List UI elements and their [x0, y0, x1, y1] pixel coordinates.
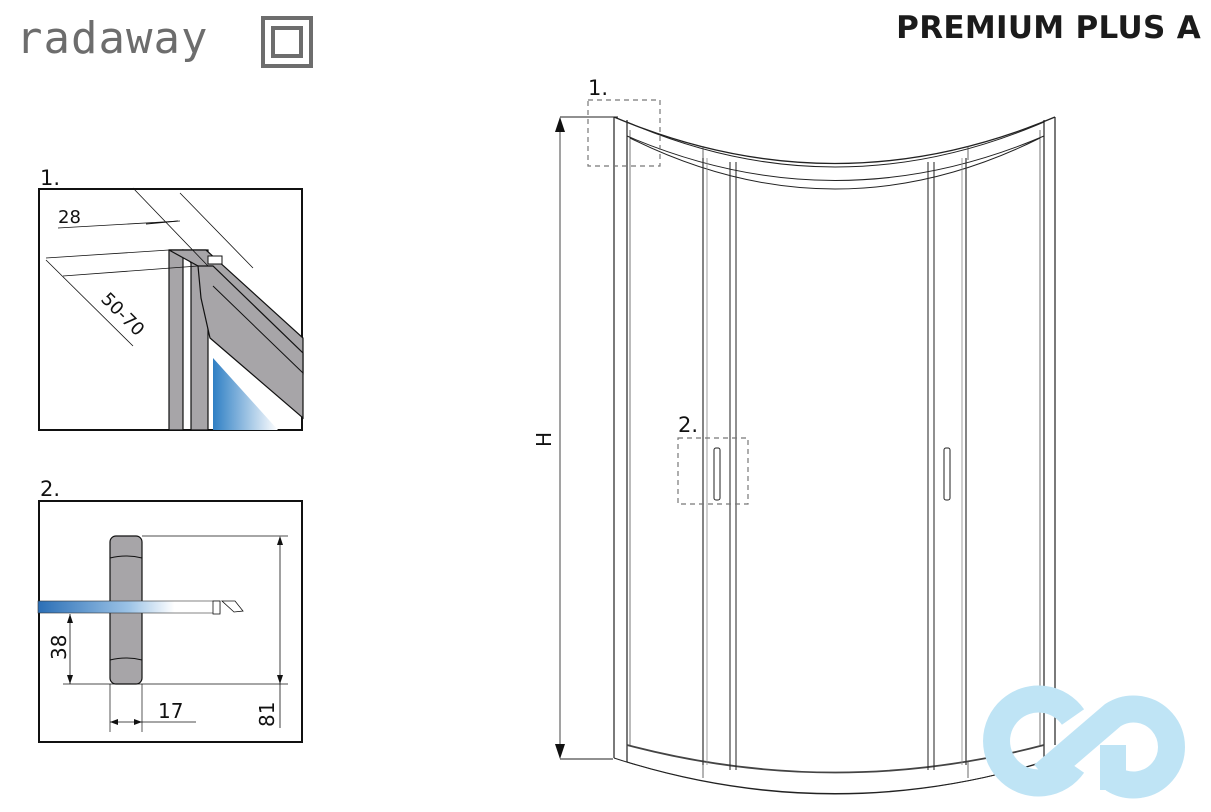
callout-box-2: [677, 437, 749, 505]
dim-38: 38: [47, 635, 71, 660]
height-label-h: H: [532, 432, 556, 447]
callout-label-1: 1.: [588, 76, 609, 100]
callout-label-2: 2.: [678, 413, 699, 437]
square-logo-icon: [261, 16, 313, 68]
detail-1-label: 1.: [40, 166, 61, 190]
detail-2-drawing: 17 38 81: [37, 500, 303, 743]
detail-2-label: 2.: [40, 477, 61, 501]
brand-logo: radaway: [16, 12, 313, 72]
product-title: PREMIUM PLUS A: [896, 10, 1201, 46]
detail-1-drawing: 28 50-70: [38, 187, 304, 431]
left-handle: [713, 447, 721, 501]
dim-28: 28: [58, 207, 81, 228]
brand-name: radaway: [16, 13, 209, 64]
infinity-logo-icon: [983, 685, 1185, 799]
callout-box-1: [587, 99, 661, 167]
dim-81: 81: [255, 702, 279, 727]
dim-17: 17: [158, 699, 183, 723]
right-handle: [943, 447, 951, 501]
